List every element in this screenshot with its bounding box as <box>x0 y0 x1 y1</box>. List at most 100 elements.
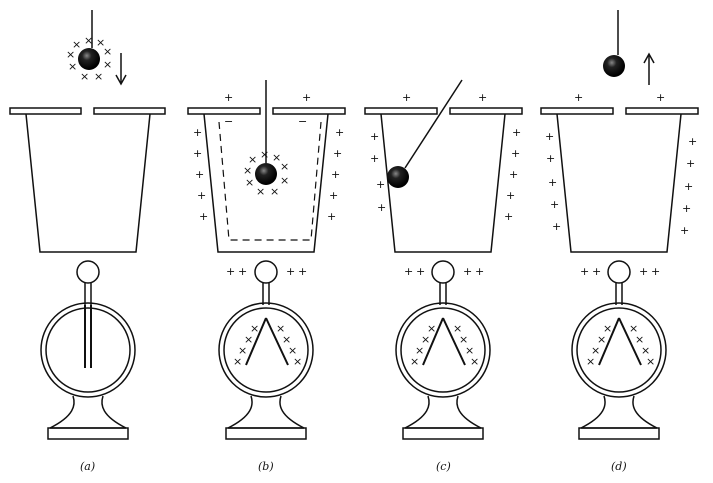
svg-text:+: + <box>688 135 697 148</box>
ball-charges: × × × × × × × × × <box>66 34 112 83</box>
svg-text:×: × <box>72 38 81 51</box>
svg-text:×: × <box>248 153 257 166</box>
svg-text:+: + <box>193 147 202 160</box>
svg-text:+: + <box>333 147 342 160</box>
svg-text:×: × <box>591 344 600 357</box>
electroscope <box>571 260 667 440</box>
svg-text:×: × <box>243 164 252 177</box>
svg-text:+: + <box>511 147 520 160</box>
panel-b: + + − − + + + + + + + + + + + + + + <box>187 80 346 473</box>
svg-text:×: × <box>280 160 289 173</box>
svg-text:×: × <box>421 333 430 346</box>
svg-text:+: + <box>592 265 601 278</box>
svg-text:+: + <box>195 168 204 181</box>
svg-text:+: + <box>680 224 689 237</box>
svg-text:+: + <box>512 126 521 139</box>
svg-text:×: × <box>293 355 302 368</box>
up-arrow <box>643 52 655 85</box>
svg-text:×: × <box>272 151 281 164</box>
svg-text:×: × <box>597 333 606 346</box>
svg-text:+: + <box>193 126 202 139</box>
outer-positive-charges: + + + + + + + + + + + + + <box>370 126 521 278</box>
svg-text:+: + <box>404 265 413 278</box>
svg-text:×: × <box>276 322 285 335</box>
svg-text:×: × <box>94 70 103 83</box>
panel-a: × × × × × × × × × (a) <box>9 10 166 473</box>
svg-text:×: × <box>233 355 242 368</box>
svg-text:×: × <box>84 34 93 47</box>
svg-text:+: + <box>224 91 233 104</box>
leaves <box>245 317 289 366</box>
svg-text:+: + <box>463 265 472 278</box>
svg-text:×: × <box>586 355 595 368</box>
svg-text:+: + <box>546 152 555 165</box>
svg-text:×: × <box>282 333 291 346</box>
svg-text:+: + <box>370 152 379 165</box>
leaves <box>84 305 92 368</box>
neutral-ball <box>603 55 625 77</box>
svg-text:×: × <box>641 344 650 357</box>
svg-text:×: × <box>96 36 105 49</box>
svg-text:×: × <box>256 185 265 198</box>
ball-charges: × × × × × × × × × <box>243 148 289 198</box>
lid-charges: + + <box>224 91 311 104</box>
svg-text:×: × <box>288 344 297 357</box>
svg-text:+: + <box>684 180 693 193</box>
down-arrow <box>115 53 127 86</box>
svg-text:+: + <box>376 178 385 191</box>
svg-text:×: × <box>103 58 112 71</box>
svg-text:×: × <box>244 333 253 346</box>
leaves <box>422 317 466 366</box>
svg-text:+: + <box>370 130 379 143</box>
suspension-thread <box>404 79 463 169</box>
svg-text:×: × <box>238 344 247 357</box>
leaf-charges: × × × × × × × × <box>586 322 655 368</box>
svg-text:+: + <box>545 130 554 143</box>
svg-text:+: + <box>416 265 425 278</box>
panel-d: + + + + + + + + + + + + + + + + × × × × <box>540 10 699 473</box>
svg-text:×: × <box>415 344 424 357</box>
charged-ball <box>255 163 277 185</box>
svg-text:×: × <box>250 322 259 335</box>
svg-text:×: × <box>260 148 269 161</box>
svg-text:−: − <box>224 115 233 128</box>
svg-text:×: × <box>80 70 89 83</box>
caption-b: (b) <box>258 460 274 473</box>
svg-text:×: × <box>646 355 655 368</box>
svg-text:+: + <box>286 265 295 278</box>
svg-text:×: × <box>635 333 644 346</box>
svg-text:+: + <box>506 189 515 202</box>
electroscope <box>395 260 491 440</box>
svg-text:+: + <box>329 189 338 202</box>
lid <box>187 107 346 115</box>
svg-text:×: × <box>410 355 419 368</box>
svg-text:+: + <box>335 126 344 139</box>
svg-text:+: + <box>475 265 484 278</box>
svg-text:−: − <box>298 115 307 128</box>
svg-text:×: × <box>68 60 77 73</box>
svg-text:+: + <box>478 91 487 104</box>
svg-text:+: + <box>327 210 336 223</box>
svg-text:+: + <box>651 265 660 278</box>
caption-c: (c) <box>436 460 451 473</box>
leaf-charges: × × × × × × × × <box>410 322 479 368</box>
electroscope <box>40 260 136 440</box>
svg-text:+: + <box>302 91 311 104</box>
induced-inner-negative <box>218 121 322 241</box>
svg-text:+: + <box>298 265 307 278</box>
svg-text:+: + <box>504 210 513 223</box>
svg-text:×: × <box>270 185 279 198</box>
svg-text:×: × <box>465 344 474 357</box>
svg-text:×: × <box>427 322 436 335</box>
svg-text:+: + <box>197 189 206 202</box>
svg-text:×: × <box>603 322 612 335</box>
svg-text:+: + <box>402 91 411 104</box>
svg-text:+: + <box>580 265 589 278</box>
lid <box>364 107 523 115</box>
outer-positive-charges: + + + + + + + + + + + + + + <box>193 126 344 278</box>
svg-text:+: + <box>238 265 247 278</box>
svg-text:+: + <box>509 168 518 181</box>
svg-text:+: + <box>550 198 559 211</box>
svg-text:+: + <box>552 220 561 233</box>
